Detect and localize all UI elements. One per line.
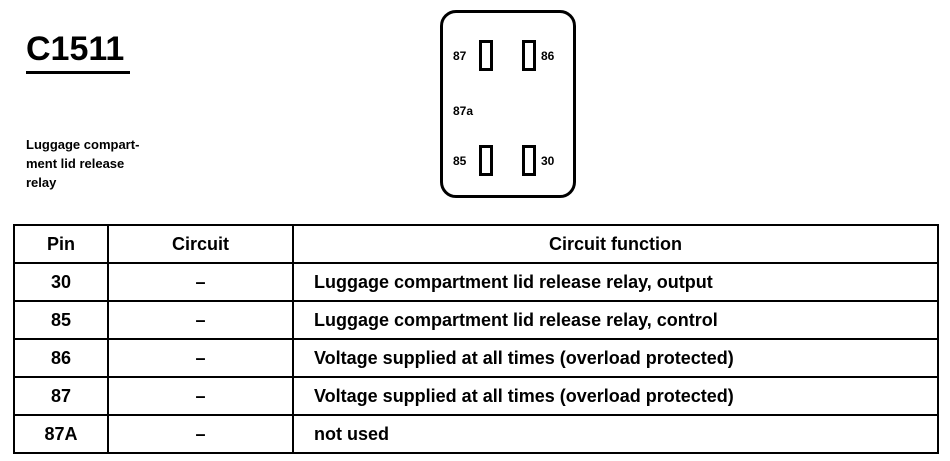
table-row: 85 – Luggage compartment lid release rel… [13,300,939,340]
pin-label-86: 86 [541,49,555,63]
pin-label-87a: 87a [453,104,474,118]
cell-function: Luggage compartment lid release relay, o… [292,262,939,302]
cell-circuit: – [107,300,294,340]
table-row: 30 – Luggage compartment lid release rel… [13,262,939,302]
header-circuit-function: Circuit function [292,224,939,264]
pin-slot-30 [522,145,536,176]
cell-pin: 30 [13,262,109,302]
pin-slot-85 [479,145,493,176]
table-row: 87 – Voltage supplied at all times (over… [13,376,939,416]
cell-pin: 86 [13,338,109,378]
table-row: 87A – not used [13,414,939,454]
header-pin: Pin [13,224,109,264]
cell-circuit: – [107,376,294,416]
title-underline [26,71,130,74]
pin-slot-86 [522,40,536,71]
pin-label-87: 87 [453,49,467,63]
connector-face-diagram: 87 86 87a 85 30 [440,10,576,198]
cell-circuit: – [107,414,294,454]
cell-pin: 87 [13,376,109,416]
table-header-row: Pin Circuit Circuit function [13,224,939,264]
cell-pin: 87A [13,414,109,454]
cell-function: not used [292,414,939,454]
pin-table: Pin Circuit Circuit function 30 – Luggag… [13,224,939,454]
pin-label-85: 85 [453,154,467,168]
cell-function: Voltage supplied at all times (overload … [292,338,939,378]
header-circuit: Circuit [107,224,294,264]
pin-label-30: 30 [541,154,555,168]
table-row: 86 – Voltage supplied at all times (over… [13,338,939,378]
cell-circuit: – [107,262,294,302]
cell-circuit: – [107,338,294,378]
pin-slot-87 [479,40,493,71]
cell-function: Voltage supplied at all times (overload … [292,376,939,416]
connector-id: C1511 [26,30,125,68]
cell-function: Luggage compartment lid release relay, c… [292,300,939,340]
cell-pin: 85 [13,300,109,340]
component-description: Luggage compart- ment lid release relay [26,137,140,190]
